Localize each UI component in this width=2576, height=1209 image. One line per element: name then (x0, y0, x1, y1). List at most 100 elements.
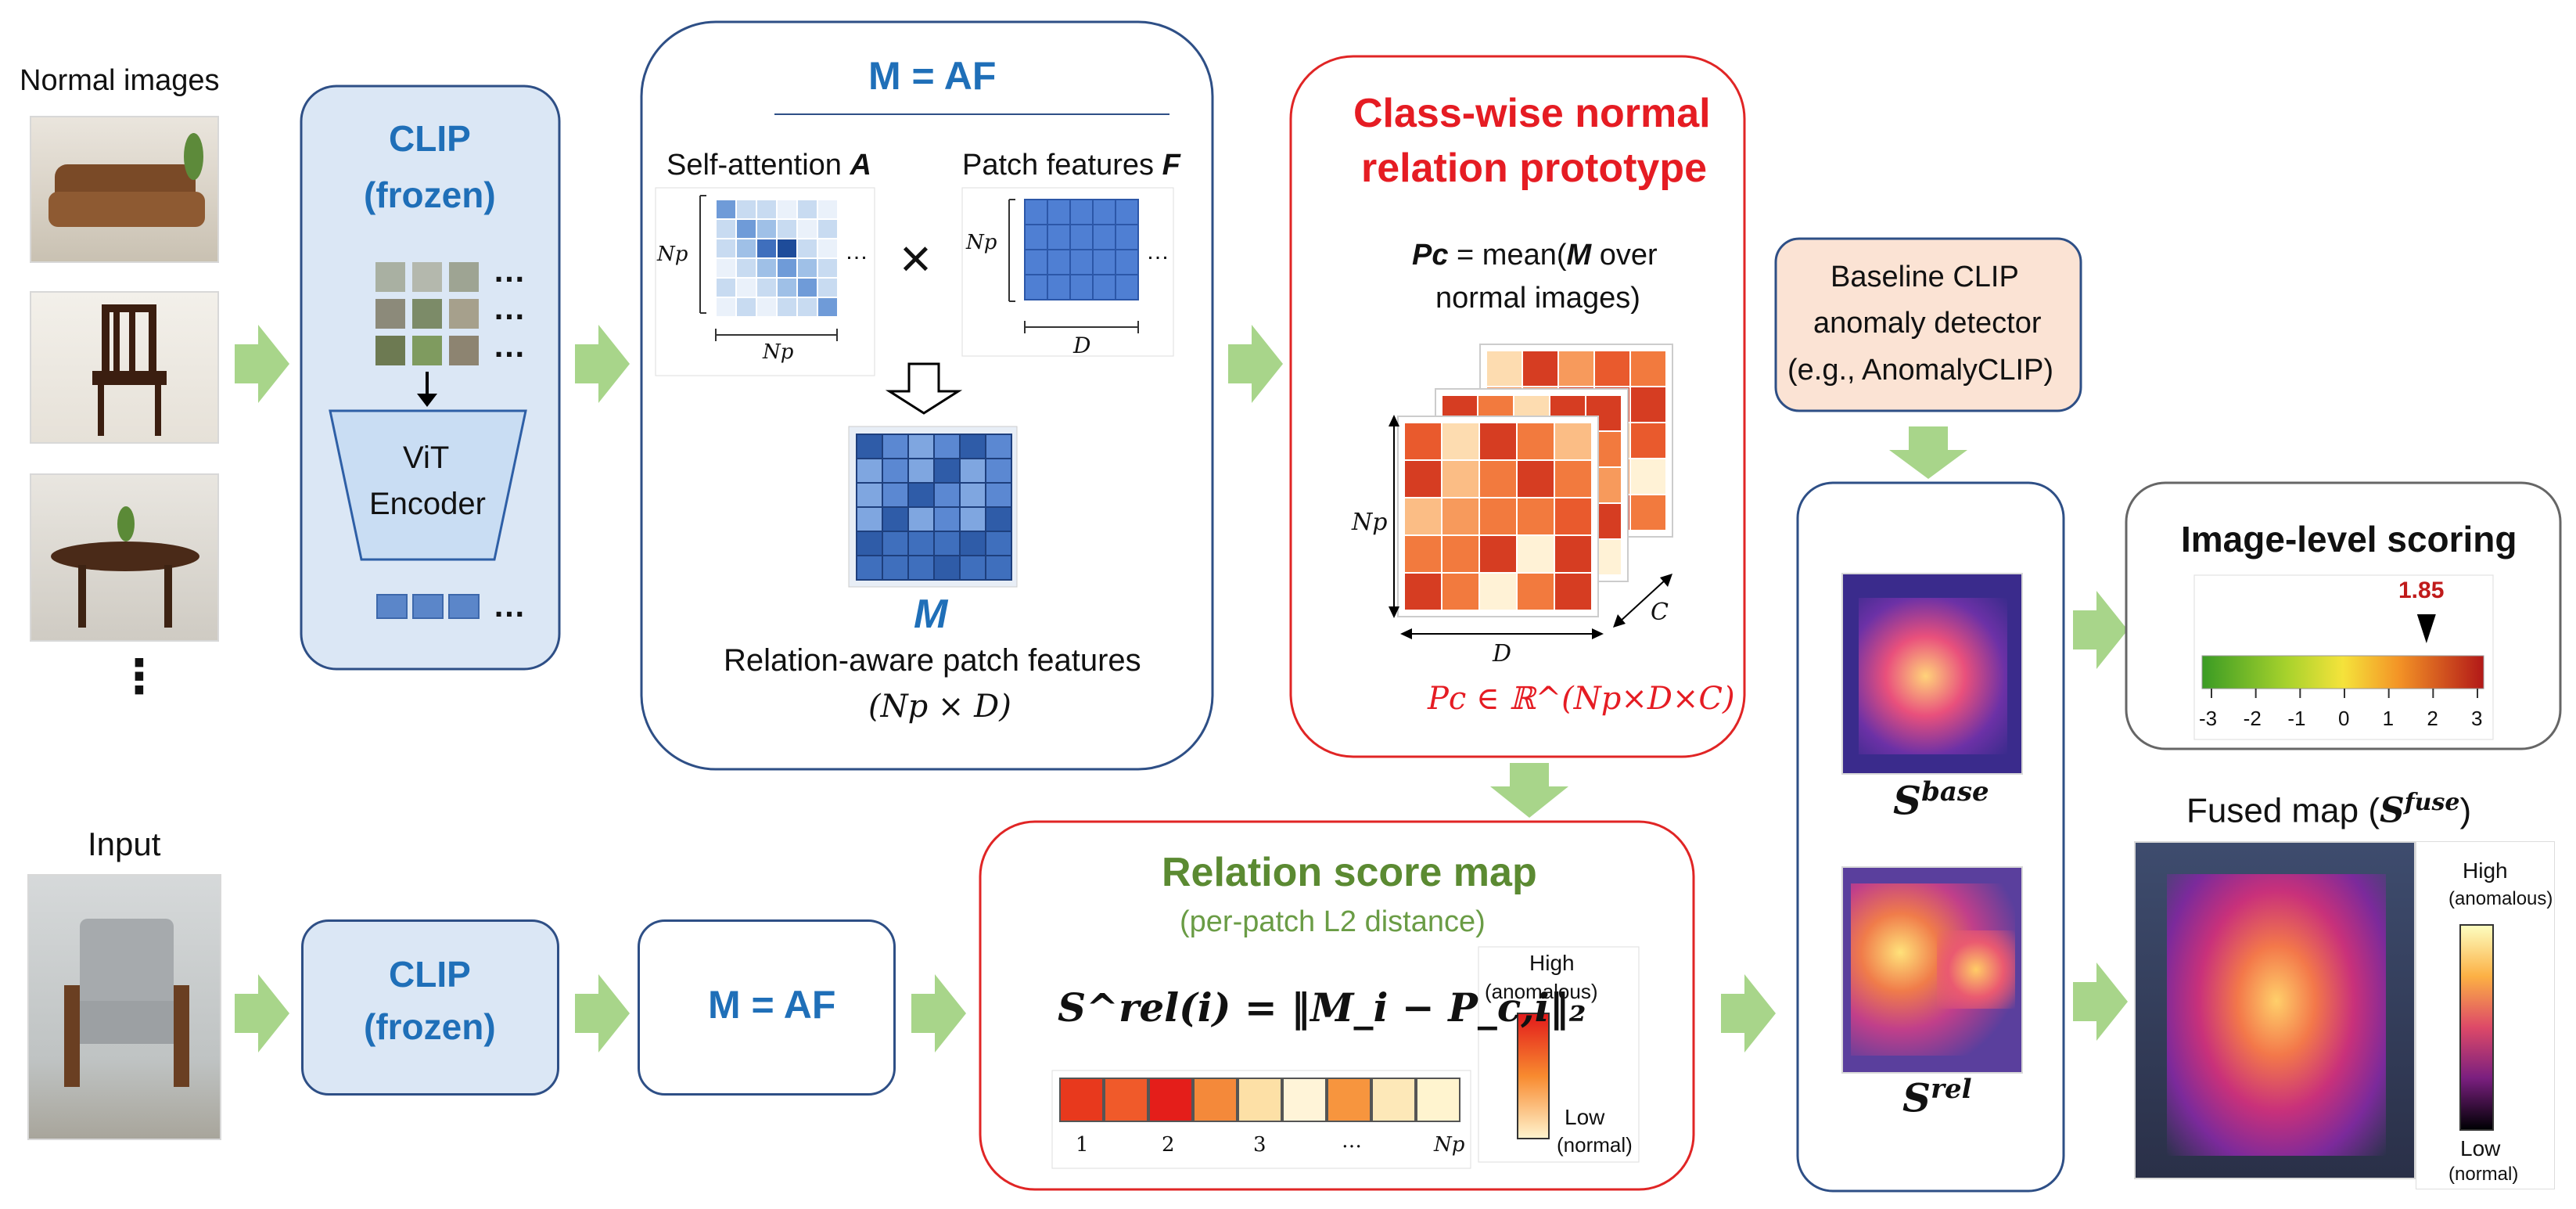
feature-cell (1092, 199, 1116, 225)
patch-dots-3: … (493, 327, 526, 364)
input-image-armchair (27, 874, 221, 1140)
strip-tick-np: Np (1434, 1133, 1465, 1157)
patch-feature-matrix (961, 187, 1174, 357)
m-cell (856, 482, 883, 508)
fused-legend-low: Low (2460, 1136, 2501, 1160)
attention-cell (715, 199, 737, 220)
attention-cell (817, 297, 839, 318)
fused-heatmap (2134, 841, 2416, 1179)
attn-ellipsis: … (845, 239, 868, 264)
score-scale (2193, 574, 2494, 740)
patch-dots-1: … (493, 252, 526, 289)
m-cell (985, 555, 1012, 581)
feature-cell (1047, 249, 1071, 275)
prototype-title-1: Class-wise normal (1353, 91, 1711, 136)
arrow-maps-to-score (2073, 591, 2128, 669)
score-tick-label: 3 (2471, 707, 2483, 730)
flow-arrows (235, 325, 2128, 1052)
relation-legend-low-sub: (normal) (1557, 1133, 1633, 1157)
prototype-cell (1593, 350, 1631, 387)
proto-c-label: C (1651, 599, 1669, 626)
prototype-cell (1554, 497, 1593, 536)
m-cell (856, 458, 883, 484)
attn-np-bottom: Np (763, 340, 794, 364)
relation-aware-dims: (Np × D) (868, 689, 1011, 725)
relation-aware-label: Relation-aware patch features (724, 643, 1141, 678)
attention-cell (756, 277, 778, 298)
attn-np-left: Np (657, 243, 688, 266)
prototype-cell (1441, 497, 1480, 536)
attention-cell (776, 238, 798, 259)
m-cell (933, 531, 961, 556)
maf-top-title: M = AF (868, 54, 997, 98)
m-cell (882, 434, 909, 459)
strip-cell (1059, 1078, 1104, 1122)
m-cell (985, 531, 1012, 556)
attention-cell (817, 199, 839, 220)
times-sign: × (900, 228, 932, 289)
m-cell (985, 458, 1012, 484)
score-tick-label: 0 (2338, 707, 2350, 730)
normal-image-sofa (30, 116, 219, 263)
m-cell (959, 555, 986, 581)
prototype-cell (1554, 534, 1593, 574)
attention-cell (715, 257, 737, 279)
prototype-cell (1403, 422, 1442, 461)
feature-cell (1092, 274, 1116, 300)
score-tick-label: 2 (2427, 707, 2438, 730)
attention-cell (817, 218, 839, 239)
normal-image-table (30, 473, 219, 642)
feature-cell (1047, 199, 1071, 225)
m-cell (856, 506, 883, 532)
baseline-line1: Baseline CLIP (1831, 261, 2019, 293)
arrow-input-to-clip (235, 974, 289, 1052)
m-cell (959, 434, 986, 459)
m-cell (933, 506, 961, 532)
m-cell (856, 555, 883, 581)
attention-cell (756, 297, 778, 318)
fused-legend-high: High (2463, 858, 2508, 883)
m-cell (907, 531, 935, 556)
relation-title: Relation score map (1162, 850, 1537, 895)
m-cell (907, 506, 935, 532)
m-label: M (914, 592, 948, 637)
s-rel-label: Srel (1902, 1074, 1972, 1121)
clip-top-label: CLIP (389, 118, 471, 159)
vit-label: ViT (403, 441, 450, 475)
arrow-maf2-to-relation (911, 974, 966, 1052)
patch-thumbnails (375, 262, 479, 365)
attention-cell (756, 199, 778, 220)
m-cell (933, 555, 961, 581)
score-tick-label: 1 (2382, 707, 2395, 730)
m-cell (856, 434, 883, 459)
arrow-maps-to-fused (2073, 963, 2128, 1041)
m-cell (882, 531, 909, 556)
image-level-title: Image-level scoring (2181, 519, 2517, 560)
arrow-baseline-down (1889, 426, 1967, 479)
feature-cell (1092, 224, 1116, 250)
feature-cell (1047, 274, 1071, 300)
maf-bottom-title: M = AF (708, 983, 836, 1027)
multiply-result-arrow (885, 362, 963, 415)
attention-cell (735, 257, 757, 279)
prototype-cell (1478, 497, 1518, 536)
attention-cell (715, 218, 737, 239)
strip-cell (1282, 1078, 1327, 1122)
token-dots: … (493, 587, 526, 624)
feature-cell (1115, 224, 1139, 250)
prototype-cell (1629, 350, 1667, 387)
self-attention-label: Self-attention A (666, 149, 871, 182)
arrow-clip2-to-maf2 (575, 974, 630, 1052)
baseline-line3: (e.g., AnomalyCLIP) (1787, 354, 2054, 387)
arrow-prototype-down (1490, 763, 1568, 818)
feature-cell (1069, 224, 1094, 250)
m-cell (985, 506, 1012, 532)
proto-bottom-formula: Pc ∈ ℝ^(Np×D×C) (1428, 681, 1735, 717)
feature-cell (1069, 199, 1094, 225)
prototype-cell (1522, 350, 1559, 387)
relation-legend (1478, 946, 1640, 1163)
attention-cell (776, 257, 798, 279)
prototype-cell (1403, 459, 1442, 498)
prototype-formula-line2: normal images) (1435, 282, 1640, 315)
m-cell (882, 458, 909, 484)
